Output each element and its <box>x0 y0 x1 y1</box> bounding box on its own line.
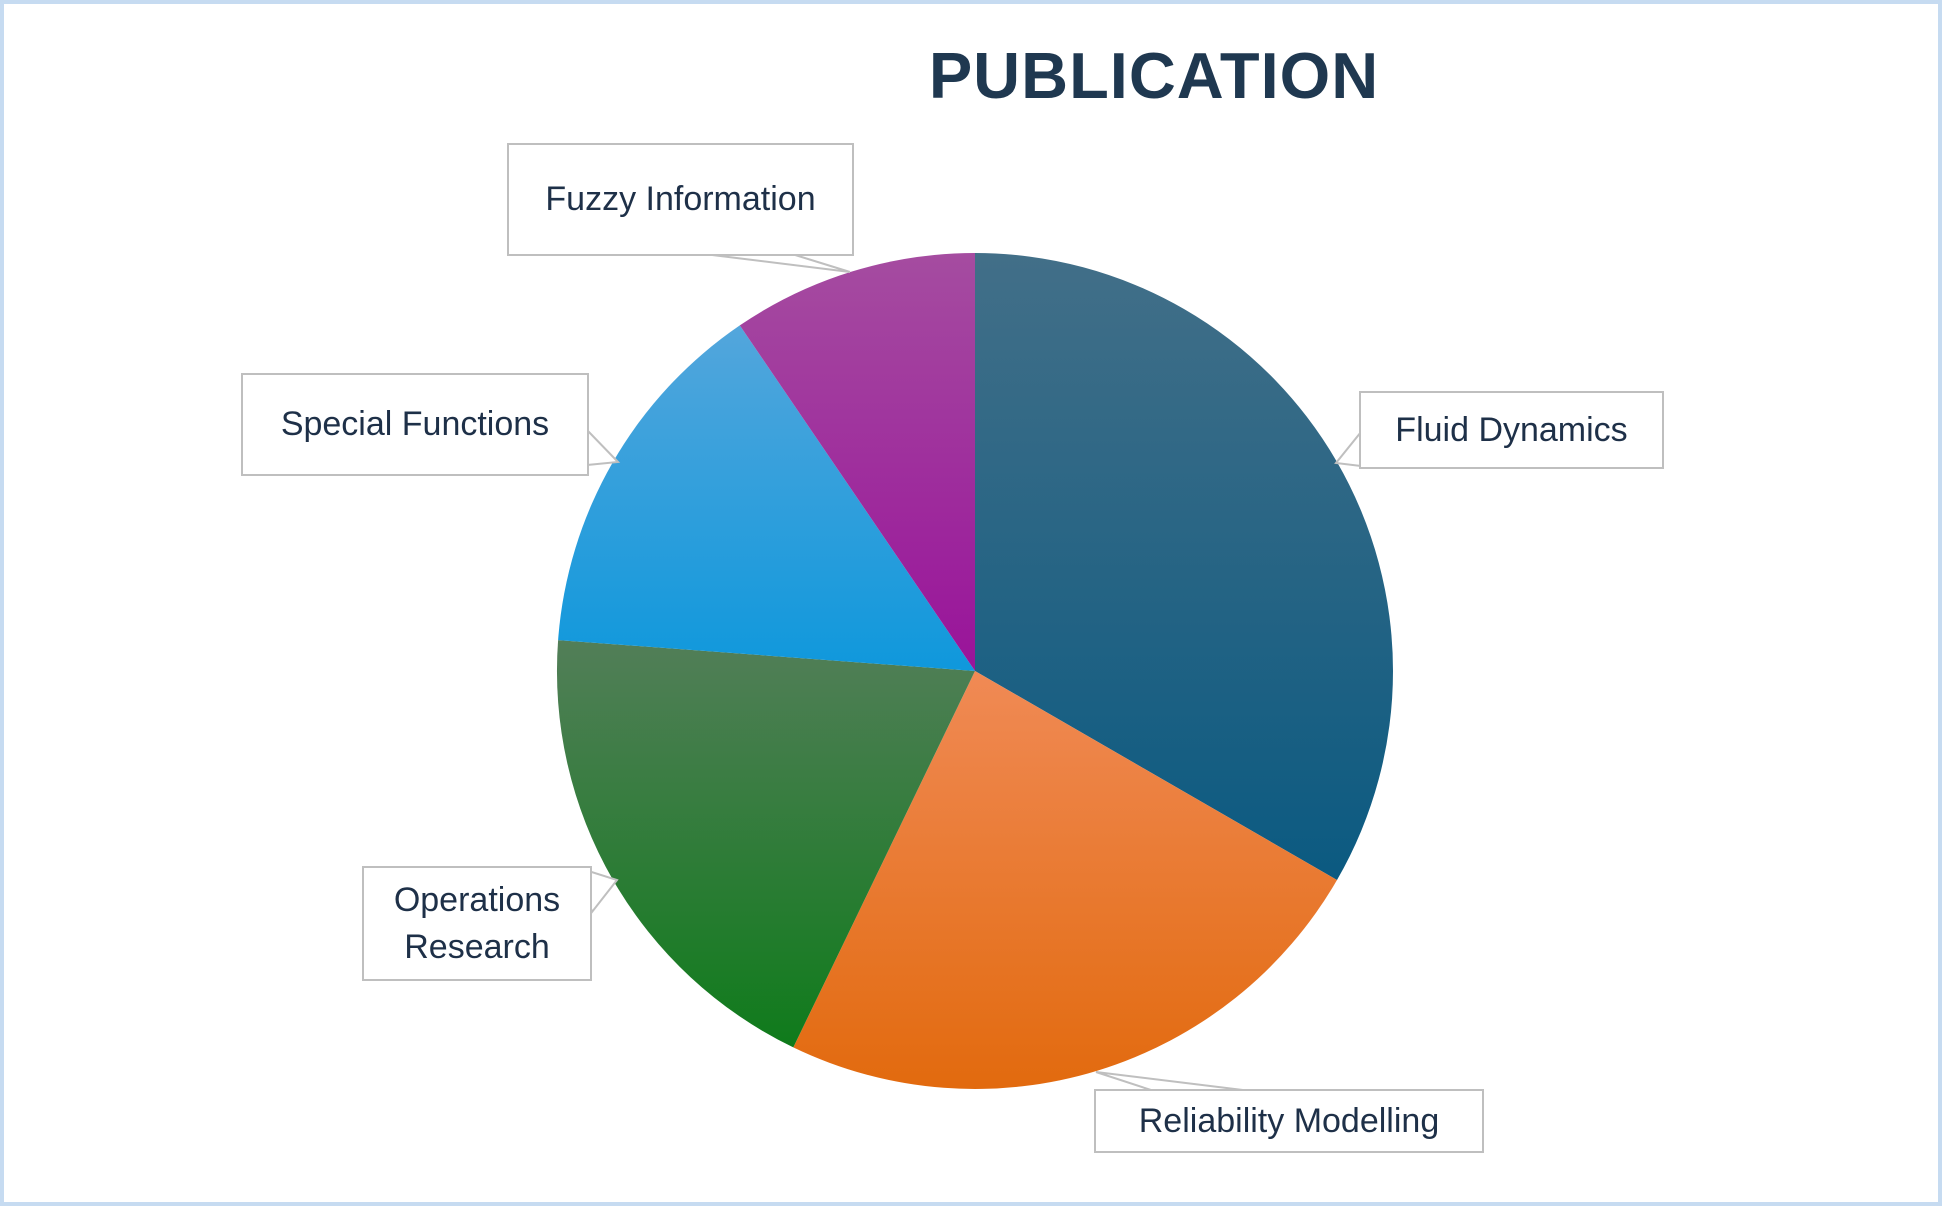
pie-slice-operations-research <box>556 640 975 1048</box>
pie-slice-fuzzy-information <box>739 252 975 671</box>
callout-pointer-fluid-dynamics <box>1334 429 1362 468</box>
callout-label: Fuzzy Information <box>545 180 816 219</box>
pie-slice-special-functions <box>558 325 975 671</box>
callout-label: Fluid Dynamics <box>1395 410 1628 449</box>
pie-chart <box>556 252 1394 1092</box>
callout-operations-research: Operations Research <box>362 866 592 981</box>
pie-slice-reliability-modelling <box>793 671 1337 1089</box>
callout-pointer-special-functions <box>586 427 621 467</box>
callout-label: Reliability Modelling <box>1138 1101 1440 1140</box>
callout-reliability-modelling: Reliability Modelling <box>1094 1089 1484 1153</box>
callout-label: Special Functions <box>280 405 550 444</box>
pie-slice-fluid-dynamics <box>975 253 1394 880</box>
callout-fuzzy-information: Fuzzy Information <box>507 143 854 256</box>
callout-pointer-fuzzy-information <box>703 253 851 273</box>
callout-fluid-dynamics: Fluid Dynamics <box>1359 391 1664 469</box>
callout-label: Operations Research <box>393 880 561 966</box>
chart-title: PUBLICATION <box>928 39 1380 112</box>
callout-special-functions: Special Functions <box>241 373 589 476</box>
